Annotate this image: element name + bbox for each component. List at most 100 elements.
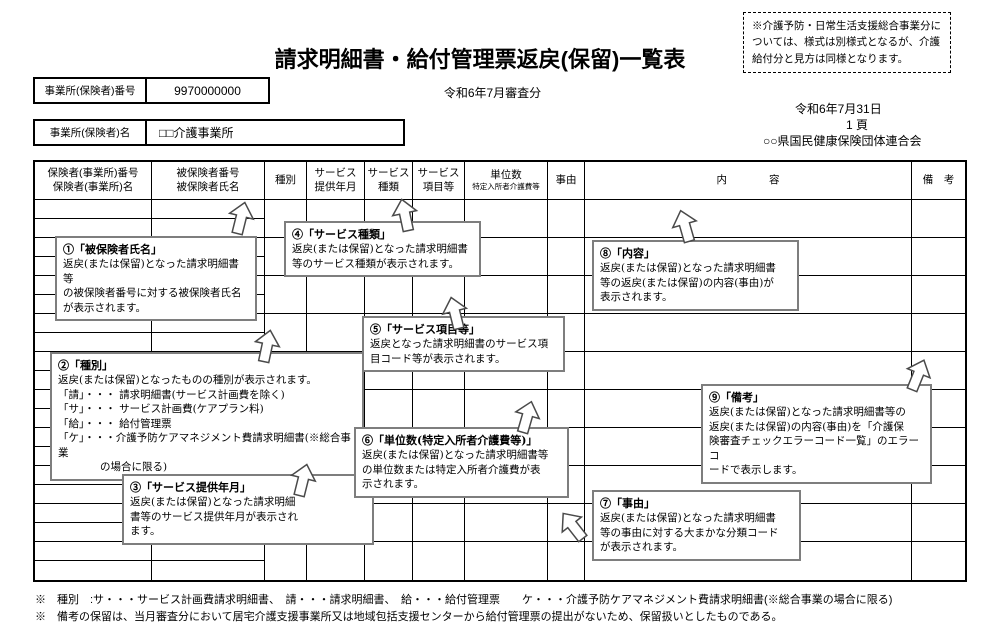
office-name-value: □□介護事業所 <box>159 126 234 140</box>
table-cell <box>585 314 912 352</box>
page-title: 請求明細書・給付管理票返戻(保留)一覧表 <box>274 47 686 72</box>
table-cell <box>548 200 585 238</box>
table-cell <box>465 542 548 580</box>
table-cell <box>152 542 265 580</box>
table-cell <box>413 276 465 314</box>
table-cell <box>912 314 965 352</box>
office-name-label: 事業所(保険者)名 <box>35 121 147 144</box>
header-insured-number-name: 被保険者番号 被保険者氏名 <box>152 162 265 199</box>
issue-date: 令和6年7月31日 <box>795 102 882 116</box>
up-arrow-icon <box>441 296 469 331</box>
footnote-type-legend: ※ 種別 :サ・・・サービス計画費請求明細書、 請・・・請求明細書、 給・・・給… <box>35 594 893 606</box>
table-cell <box>912 504 965 542</box>
callout-insured-name: ①「被保険者氏名」 返戻(または保留)となった請求明細書等 の被保険者番号に対す… <box>55 236 257 322</box>
up-arrow-icon <box>561 512 588 543</box>
callout-remarks: ⑨「備考」 返戻(または保留)となった請求明細書等の 返戻(または保留)の内容(… <box>701 384 932 484</box>
table-cell <box>912 428 965 466</box>
header-line: 種別 <box>275 173 296 186</box>
header-content: 内 容 <box>585 162 912 199</box>
prevention-note-box: ※介護予防・日常生活支援総合事業分については、様式は別様式となるが、介護給付分と… <box>743 12 951 73</box>
page-number: 1 頁 <box>846 118 869 132</box>
callout-title: ③「サービス提供年月」 <box>130 481 251 494</box>
table-cell <box>465 276 548 314</box>
office-number-value: 9970000000 <box>174 83 241 98</box>
table-cell <box>35 200 152 238</box>
callout-body: 返戻(または保留)となった請求明細書 等のサービス種類が表示されます。 <box>292 243 468 270</box>
callout-body: 返戻(または保留)となった請求明細書 等の事由に対する大まかな分類コード が表示… <box>600 512 779 554</box>
up-arrow-icon <box>253 329 281 364</box>
header-line: 単位数 <box>490 168 522 181</box>
header-line: サービス <box>367 166 410 179</box>
header-line: 特定入所者介護費等 <box>472 182 540 192</box>
callout-title: ①「被保険者氏名」 <box>63 243 162 256</box>
callout-body: 返戻となった請求明細書のサービス項 目コード等が表示されます。 <box>370 338 549 365</box>
callout-units: ⑥「単位数(特定入所者介護費等)」 返戻(または保留)となった請求明細書等 の単… <box>354 427 569 498</box>
callout-service-month: ③「サービス提供年月」 返戻(または保留)となった請求明細 書等のサービス提供年… <box>122 474 374 545</box>
table-cell <box>365 276 413 314</box>
table-cell <box>912 466 965 504</box>
header-insurer-number-name: 保険者(事業所)番号 保険者(事業所)名 <box>35 162 152 199</box>
table-cell <box>307 276 365 314</box>
callout-content: ⑧「内容」 返戻(または保留)となった請求明細書 等の返戻(または保留)の内容(… <box>592 240 799 311</box>
callout-title: ⑨「備考」 <box>709 391 764 404</box>
table-cell <box>912 238 965 276</box>
header-units: 単位数 特定入所者介護費等 <box>465 162 548 199</box>
header-line: 被保険者番号 <box>176 166 240 179</box>
footnote-hold-note: ※ 備考の保留は、当月審査分において居宅介護支援事業所又は地域包括支援センターか… <box>35 611 783 623</box>
header-line: 内 容 <box>716 173 780 186</box>
table-cell <box>585 276 912 314</box>
table-cell <box>365 542 413 580</box>
table-cell <box>265 314 307 352</box>
header-line: 項目等 <box>422 180 455 193</box>
table-cell <box>548 466 585 504</box>
table-cell <box>307 542 365 580</box>
table-cell <box>35 542 152 580</box>
table-cell <box>265 276 307 314</box>
header-line: 事由 <box>555 173 577 186</box>
table-cell <box>912 200 965 238</box>
table-cell <box>548 542 585 580</box>
office-number-label: 事業所(保険者)番号 <box>35 79 147 102</box>
table-cell <box>152 314 265 352</box>
table-cell <box>465 200 548 238</box>
header-service-month: サービス 提供年月 <box>307 162 365 199</box>
callout-body: 返戻(または保留)となった請求明細書等の 返戻(または保留)の内容(事由)を「介… <box>709 406 919 477</box>
table-cell <box>307 314 365 352</box>
up-arrow-icon <box>227 201 255 236</box>
header-line: 提供年月 <box>314 180 357 193</box>
table-header-row: 保険者(事業所)番号 保険者(事業所)名 被保険者番号 被保険者氏名 種別 サー… <box>35 162 965 200</box>
table-cell <box>35 314 152 352</box>
up-arrow-icon <box>289 463 317 498</box>
table-cell <box>548 390 585 428</box>
header-line: 被保険者氏名 <box>176 180 240 193</box>
callout-body: 返戻(または保留)となったものの種別が表示されます。 「請」・・・ 請求明細書(… <box>58 374 351 474</box>
header-line: サービス <box>314 166 357 179</box>
header-reason: 事由 <box>548 162 585 199</box>
callout-title: ②「種別」 <box>58 359 113 372</box>
table-cell <box>548 504 585 542</box>
table-cell <box>265 542 307 580</box>
callout-title: ⑥「単位数(特定入所者介護費等)」 <box>362 434 538 447</box>
table-cell <box>548 276 585 314</box>
table-cell <box>548 238 585 276</box>
callout-reason: ⑦「事由」 返戻(または保留)となった請求明細書 等の事由に対する大まかな分類コ… <box>592 490 801 561</box>
table-cell <box>912 276 965 314</box>
callout-service-kind: ④「サービス種類」 返戻(または保留)となった請求明細書 等のサービス種類が表示… <box>284 221 481 278</box>
table-cell <box>365 504 413 542</box>
office-number-field: 事業所(保険者)番号 9970000000 <box>33 77 270 104</box>
callout-title: ⑧「内容」 <box>600 247 655 260</box>
table-cell <box>465 504 548 542</box>
up-arrow-icon <box>514 400 541 435</box>
up-arrow-icon <box>905 359 932 393</box>
table-cell <box>365 390 413 428</box>
table-cell <box>548 352 585 390</box>
header-line: 種類 <box>378 180 399 193</box>
callout-title: ⑦「事由」 <box>600 497 655 510</box>
callout-body: 返戻(または保留)となった請求明細書 等の返戻(または保留)の内容(事由)が 表… <box>600 262 776 304</box>
table-cell <box>912 352 965 390</box>
callout-type: ②「種別」 返戻(または保留)となったものの種別が表示されます。 「請」・・・ … <box>50 352 364 481</box>
table-cell <box>912 542 965 580</box>
header-line: 保険者(事業所)番号 <box>47 166 139 179</box>
header-line: サービス <box>417 166 460 179</box>
